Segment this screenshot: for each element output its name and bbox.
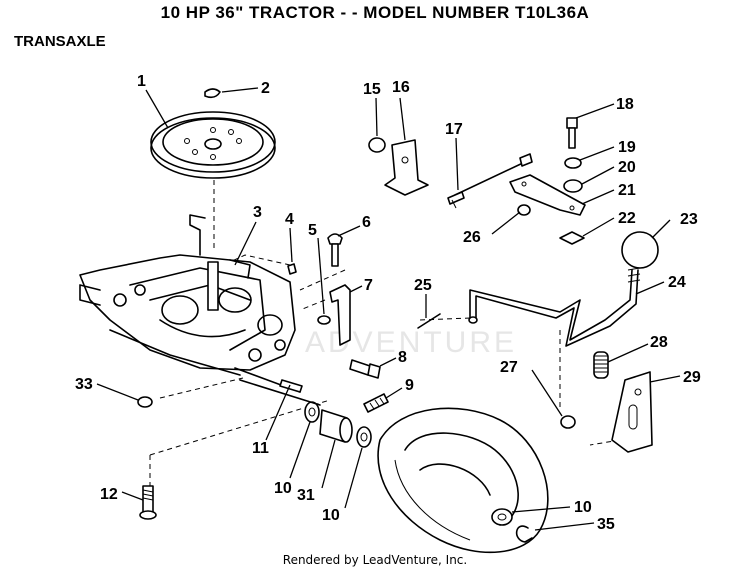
bracket-part-16[interactable] <box>384 139 429 196</box>
bolt-part-18[interactable] <box>566 117 578 149</box>
part-number-4: 4 <box>285 211 294 228</box>
part-number-19: 19 <box>618 139 636 156</box>
part-number-5: 5 <box>308 222 317 239</box>
part-number-28: 28 <box>650 334 668 351</box>
spring-part-28[interactable] <box>593 351 609 379</box>
bolt-part-8[interactable] <box>349 359 381 379</box>
pin-part-25[interactable] <box>417 313 441 329</box>
part-number-1: 1 <box>137 73 146 90</box>
key-part-11[interactable] <box>279 379 303 393</box>
part-number-25: 25 <box>414 277 432 294</box>
washer-part-15[interactable] <box>368 137 386 153</box>
washer-part-20[interactable] <box>563 179 583 193</box>
part-number-35: 35 <box>597 516 615 533</box>
bracket-part-7[interactable] <box>329 284 351 346</box>
part-number-15: 15 <box>363 81 381 98</box>
part-number-29: 29 <box>683 369 701 386</box>
part-number-9: 9 <box>405 377 414 394</box>
part-number-33: 33 <box>75 376 93 393</box>
part-number-31: 31 <box>297 487 315 504</box>
nut-part-5[interactable] <box>317 315 331 325</box>
washer-part-22[interactable] <box>559 231 585 245</box>
part-number-27: 27 <box>500 359 518 376</box>
part-number-10-c: 10 <box>574 499 592 516</box>
page-title: 10 HP 36" TRACTOR - - MODEL NUMBER T10L3… <box>160 3 590 22</box>
part-number-21: 21 <box>618 182 636 199</box>
watermark-text: ADVENTURE <box>305 326 517 359</box>
lever-part-24[interactable] <box>468 267 641 347</box>
spacer-part-31[interactable] <box>319 409 353 443</box>
rod-part-17[interactable] <box>447 153 533 209</box>
section-title: TRANSAXLE <box>14 33 106 50</box>
part-number-17: 17 <box>445 121 463 138</box>
plate-part-21[interactable] <box>509 174 586 216</box>
pulley-part-1[interactable] <box>150 111 276 179</box>
part-number-8: 8 <box>398 349 407 366</box>
part-number-20: 20 <box>618 159 636 176</box>
part-number-11: 11 <box>252 440 269 457</box>
part-number-2: 2 <box>261 80 270 97</box>
part-number-18: 18 <box>616 96 634 113</box>
footer-credit: Rendered by LeadVenture, Inc. <box>282 553 468 567</box>
spring-pin-part-9[interactable] <box>363 393 389 413</box>
part-number-6: 6 <box>362 214 371 231</box>
part-number-23: 23 <box>680 211 698 228</box>
nut-part-33[interactable] <box>137 396 153 408</box>
part-number-7: 7 <box>364 277 373 294</box>
washer-part-10-c[interactable] <box>491 508 513 526</box>
clip-part-35[interactable] <box>515 525 533 543</box>
axle-shaft <box>239 379 321 406</box>
bolt-part-12[interactable] <box>139 485 157 520</box>
washer-part-19[interactable] <box>564 157 582 169</box>
tire-wheel[interactable] <box>377 407 549 554</box>
part-number-26: 26 <box>463 229 481 246</box>
bracket-part-29[interactable] <box>611 371 653 453</box>
nut-part-26[interactable] <box>517 204 531 216</box>
nut-part-27[interactable] <box>560 415 576 429</box>
transaxle-assembly[interactable] <box>79 214 301 393</box>
part-number-16: 16 <box>392 79 410 96</box>
bolt-part-6[interactable] <box>327 233 343 267</box>
part-number-3: 3 <box>253 204 262 221</box>
key-part-2[interactable] <box>204 88 221 99</box>
washer-part-10-b[interactable] <box>356 426 372 448</box>
pin-part-4[interactable] <box>287 263 297 275</box>
part-number-24: 24 <box>668 274 686 291</box>
washer-part-10[interactable] <box>304 401 320 423</box>
leader-lines <box>96 87 681 531</box>
part-number-10-b: 10 <box>322 507 340 524</box>
part-number-10-a: 10 <box>274 480 292 497</box>
part-number-12: 12 <box>100 486 118 503</box>
part-number-22: 22 <box>618 210 636 227</box>
